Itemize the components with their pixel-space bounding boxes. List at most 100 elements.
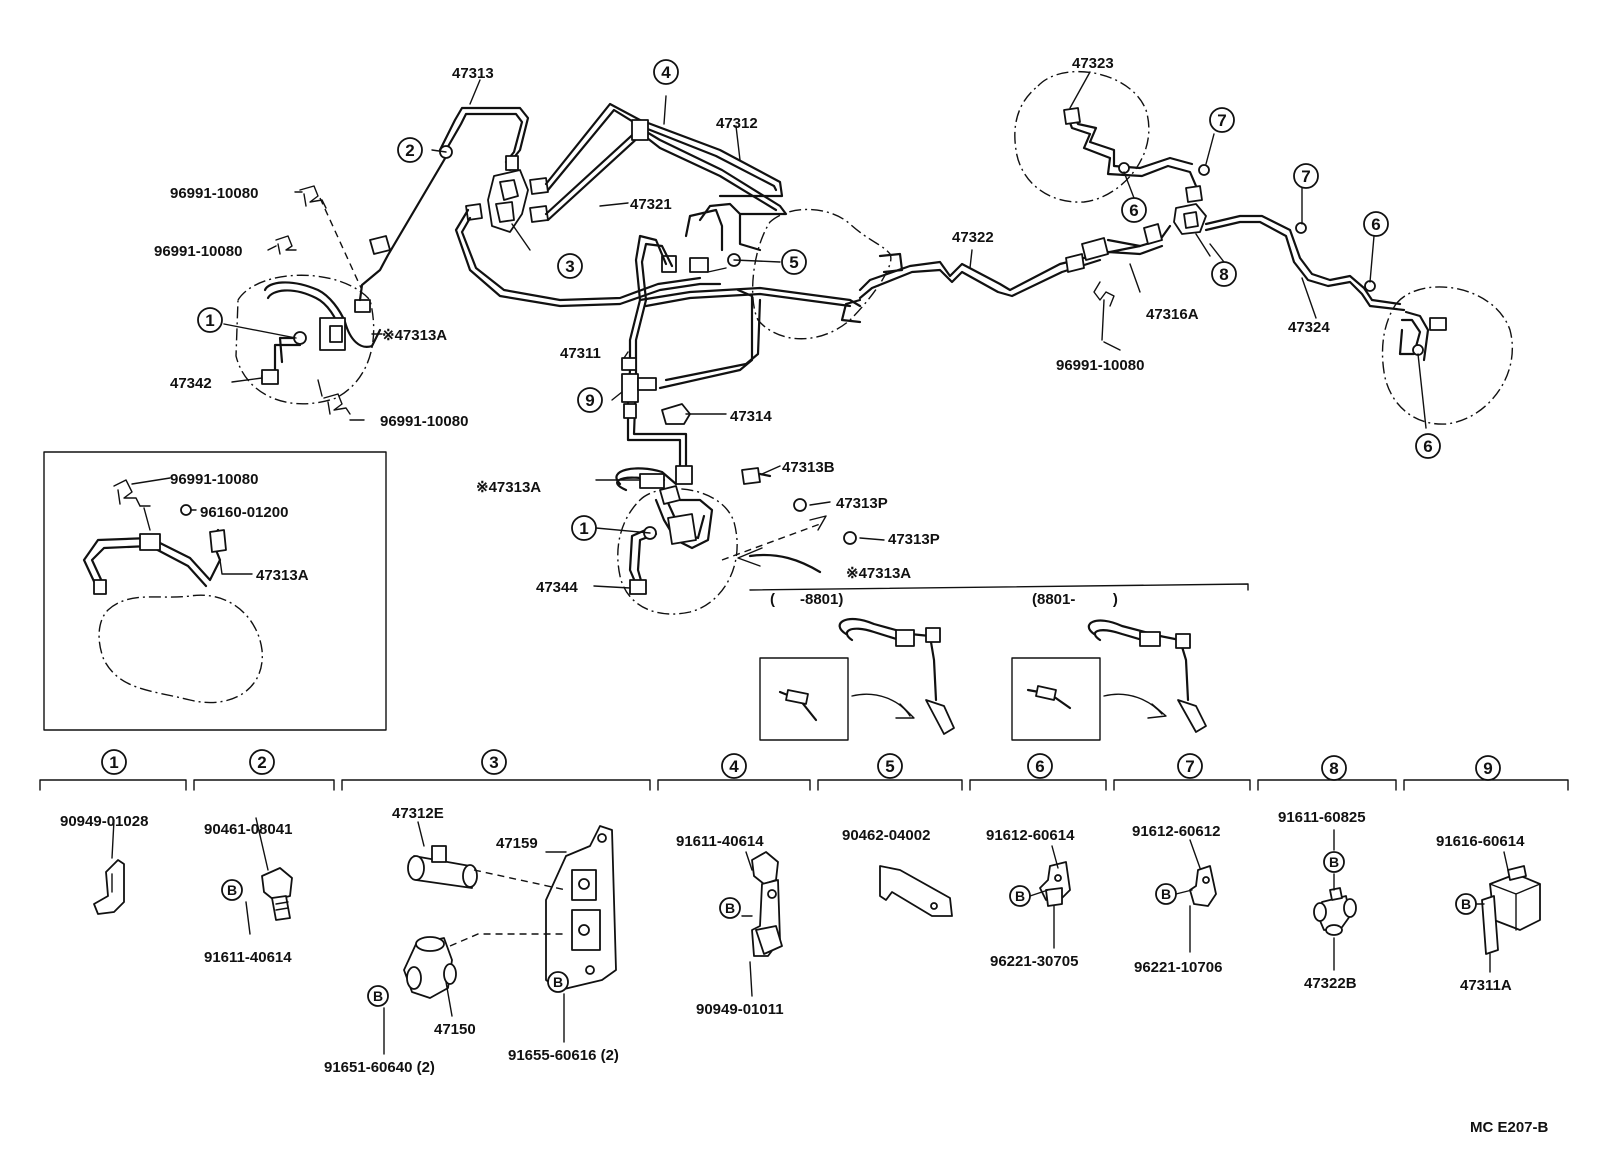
svg-text:B: B [1161, 886, 1171, 902]
svg-text:1: 1 [109, 753, 118, 772]
center-lines-47311-47314 [621, 234, 862, 485]
svg-text:B: B [227, 882, 237, 898]
label-90949-01011: 90949-01011 [696, 1001, 784, 1018]
svg-text:3: 3 [489, 753, 498, 772]
bolt-marker-col9: B [1455, 893, 1477, 915]
table-header-8: 8 [1321, 755, 1347, 781]
variant-before-8801 [759, 617, 955, 741]
svg-text:8: 8 [1219, 265, 1228, 284]
leader-dash [721, 523, 821, 561]
table-header-2: 2 [249, 749, 275, 775]
diagram-code: MC E207-B [1470, 1119, 1549, 1136]
bolt-marker-col3a: B [367, 985, 389, 1007]
master-cylinder-outline [661, 202, 904, 340]
table-header-4: 4 [721, 753, 747, 779]
ref-circle-2: 2 [397, 137, 423, 163]
label-47321: 47321 [630, 196, 672, 213]
ref-circle-6a: 6 [1121, 197, 1147, 223]
table-header-7: 7 [1177, 753, 1203, 779]
ref-circle-5: 5 [781, 249, 807, 275]
svg-text:B: B [725, 900, 735, 916]
label-47322B: 47322B [1304, 975, 1357, 992]
part-47312E [407, 845, 478, 889]
label-47316A: 47316A [1146, 306, 1199, 323]
svg-text:4: 4 [729, 757, 739, 776]
lines-47312-47321 [454, 102, 788, 308]
label-47342: 47342 [170, 375, 212, 392]
label-47324: 47324 [1288, 319, 1330, 336]
ref-circle-8: 8 [1211, 261, 1237, 287]
period-after: (8801- ) [1032, 591, 1118, 608]
label-clip-right: 96991-10080 [1056, 357, 1144, 374]
svg-text:6: 6 [1371, 215, 1380, 234]
ref-circle-1b: 1 [571, 515, 597, 541]
label-47150: 47150 [434, 1021, 476, 1038]
label-91651-60640: 91651-60640 (2) [324, 1059, 435, 1076]
dash-47312E [473, 869, 567, 891]
ref-circle-7a: 7 [1209, 107, 1235, 133]
label-47312E: 47312E [392, 805, 444, 822]
label-47313A-low: ※47313A [846, 565, 911, 582]
table-header-6: 6 [1027, 753, 1053, 779]
label-91611-60825: 91611-60825 [1278, 809, 1366, 826]
svg-text:9: 9 [1483, 759, 1492, 778]
part-91612-60614 [1039, 861, 1071, 907]
bolt-marker-col3b: B [547, 971, 569, 993]
line-47322 [840, 223, 1172, 324]
part-91611-40614-clamp [751, 851, 783, 957]
svg-text:6: 6 [1129, 201, 1138, 220]
part-47159 [545, 825, 617, 991]
svg-text:8: 8 [1329, 759, 1338, 778]
ref-circle-3: 3 [557, 253, 583, 279]
label-90461-08041: 90461-08041 [204, 821, 292, 838]
dash-47150 [449, 933, 566, 947]
ref-circle-1a: 1 [197, 307, 223, 333]
svg-text:7: 7 [1185, 757, 1194, 776]
clip-96991-right [1093, 281, 1115, 341]
label-47313A-mid: ※47313A [476, 479, 541, 496]
svg-text:7: 7 [1301, 167, 1310, 186]
label-96221-10706: 96221-10706 [1134, 959, 1222, 976]
bolt-marker-col2: B [221, 879, 243, 901]
label-91611-40614-col2: 91611-40614 [204, 949, 292, 966]
label-47312: 47312 [716, 115, 758, 132]
label-96221-30705: 96221-30705 [990, 953, 1078, 970]
label-clip-1: 96991-10080 [170, 185, 258, 202]
svg-text:1: 1 [205, 311, 214, 330]
svg-text:3: 3 [565, 257, 574, 276]
svg-text:4: 4 [661, 63, 671, 82]
ref-circle-4: 4 [653, 59, 679, 85]
leader-lines [111, 71, 1509, 1055]
svg-text:B: B [1329, 854, 1339, 870]
part-90949-01028 [93, 859, 125, 915]
clip-96991-top [299, 185, 327, 209]
label-90949-01028: 90949-01028 [60, 813, 148, 830]
part-90461-08041 [261, 867, 293, 921]
svg-text:B: B [373, 988, 383, 1004]
table-header-1: 1 [101, 749, 127, 775]
variant-after-8801 [1011, 619, 1207, 741]
ref-circle-7b: 7 [1293, 163, 1319, 189]
label-inset-47313A: 47313A [256, 567, 309, 584]
label-47311: 47311 [560, 345, 601, 362]
arrow-curve-head [737, 547, 763, 567]
svg-text:B: B [1015, 888, 1025, 904]
arrow-right [809, 515, 827, 531]
svg-text:5: 5 [885, 757, 894, 776]
svg-text:1: 1 [579, 519, 588, 538]
svg-text:B: B [553, 974, 563, 990]
part-90462-04002 [879, 865, 953, 917]
bolt-marker-col8: B [1323, 851, 1345, 873]
parts-table-rules [39, 779, 1569, 791]
part-47313P-1 [793, 498, 807, 512]
ref-circle-6b: 6 [1363, 211, 1389, 237]
ref-circle-9: 9 [577, 387, 603, 413]
svg-text:5: 5 [789, 253, 798, 272]
rear-left-brake-assembly [1014, 70, 1210, 203]
front-right-brake-assembly [615, 467, 738, 615]
period-bracket [749, 583, 1249, 591]
table-header-9: 9 [1475, 755, 1501, 781]
label-47311A: 47311A [1460, 977, 1512, 994]
rear-junction [1173, 185, 1211, 257]
